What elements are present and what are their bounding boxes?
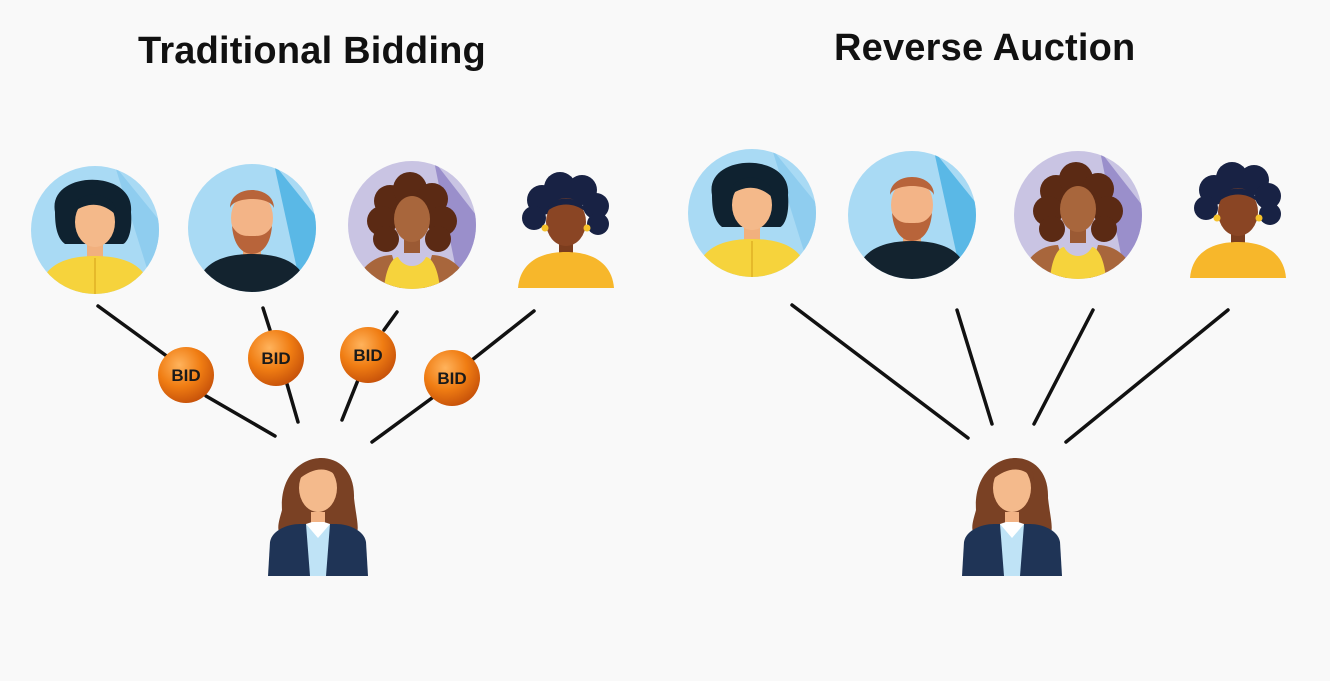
connection-line — [470, 309, 536, 362]
bid-ball: BID — [340, 327, 396, 383]
connection-lines — [96, 304, 536, 444]
connection-line — [1032, 308, 1095, 426]
connection-line — [1064, 308, 1230, 444]
buyer-woman-icon — [962, 458, 1062, 576]
connection-line — [340, 378, 360, 422]
buyer-woman-icon — [268, 458, 368, 576]
connection-line — [204, 394, 277, 438]
traditional-bidding-panel: BID BID BID BID — [31, 161, 614, 576]
connection-lines — [790, 303, 1230, 444]
connection-line — [790, 303, 970, 440]
reverse-auction-panel — [688, 149, 1286, 576]
connection-line — [261, 306, 272, 332]
bid-label: BID — [171, 366, 200, 385]
bid-label: BID — [261, 349, 290, 368]
person-woman-short-hair-icon — [31, 166, 159, 294]
traditional-bidding-title: Traditional Bidding — [138, 30, 486, 72]
connection-line — [96, 304, 170, 359]
person-woman-afro-icon — [1190, 162, 1286, 278]
person-woman-afro-icon — [518, 172, 614, 288]
person-woman-curly-hair-icon — [1014, 151, 1142, 279]
bid-ball: BID — [158, 347, 214, 403]
person-woman-curly-hair-icon — [348, 161, 476, 289]
person-man-beard-icon — [188, 164, 316, 292]
bid-label: BID — [353, 346, 382, 365]
connection-line — [382, 310, 399, 332]
bid-ball: BID — [248, 330, 304, 386]
person-woman-short-hair-icon — [688, 149, 816, 277]
person-man-beard-icon — [848, 151, 976, 279]
bid-label: BID — [437, 369, 466, 388]
connection-line — [285, 382, 300, 424]
connection-line — [370, 396, 434, 444]
bid-ball: BID — [424, 350, 480, 406]
connection-line — [955, 308, 994, 426]
reverse-auction-title: Reverse Auction — [834, 27, 1136, 69]
